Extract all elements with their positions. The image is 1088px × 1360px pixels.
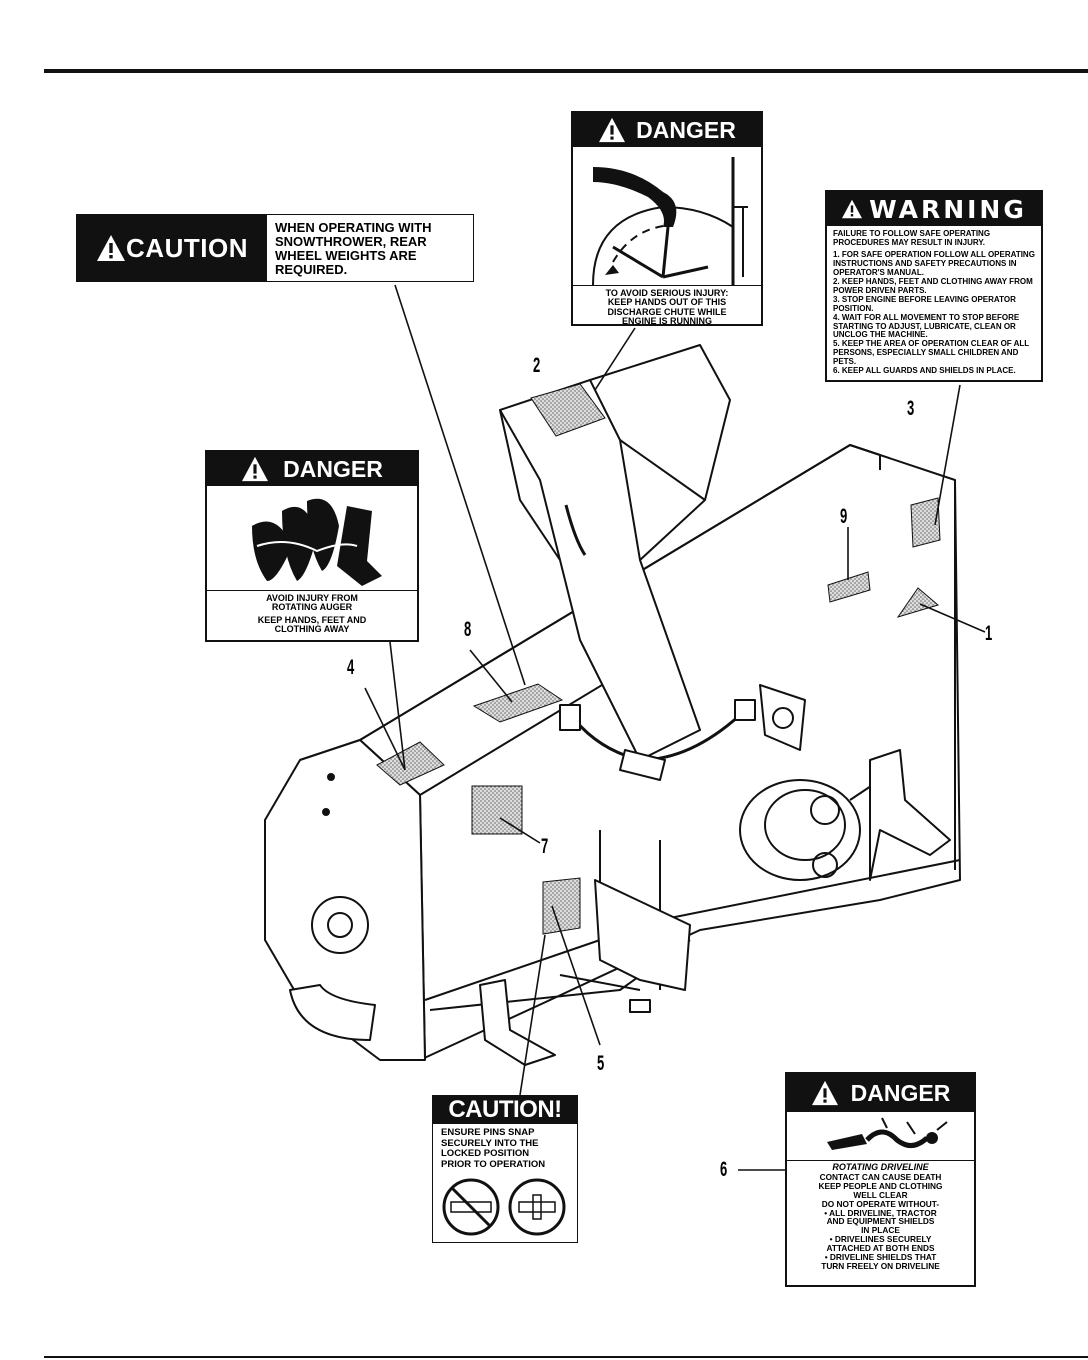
- warning-triangle-icon: [599, 117, 626, 143]
- label-pad-8: [472, 683, 564, 723]
- caution-rear-wheel-weights-decal: CAUTION WHEN OPERATING WITH SNOWTHROWER,…: [76, 214, 474, 282]
- driveline-line-2: KEEP PEOPLE AND CLOTHING: [818, 1180, 943, 1191]
- callout-number-4: 4: [347, 656, 355, 679]
- leader-8-caution: [394, 284, 526, 686]
- leader-5: [551, 905, 601, 1046]
- person-entangled-driveline-pictogram: [827, 1117, 948, 1150]
- warning-item-6: 6. KEEP ALL GUARDS AND SHIELDS IN PLACE.: [833, 366, 1016, 376]
- callout-number-8: 8: [464, 618, 472, 641]
- danger-rotating-auger-decal: DANGER AVOID INJURY FROM ROTATING AUGER …: [205, 450, 419, 642]
- warning-triangle-icon: [842, 199, 863, 219]
- driveline-line-8: • DRIVELINES SECURELY: [829, 1234, 932, 1245]
- callout-number-3: 3: [907, 397, 915, 420]
- danger-chute-line-4: ENGINE IS RUNNING: [621, 316, 712, 327]
- driveline-line-1: CONTACT CAN CAUSE DEATH: [819, 1171, 942, 1182]
- caution-pins-line-1: ENSURE PINS SNAP: [441, 1127, 535, 1138]
- callout-number-6: 6: [720, 1158, 728, 1181]
- warning-item-3: 3. STOP ENGINE BEFORE LEAVING OPERATOR P…: [833, 294, 1016, 313]
- label-pad-5: [542, 877, 581, 935]
- warning-triangle-icon: [97, 235, 126, 261]
- warning-item-2: 2. KEEP HANDS, FEET AND CLOTHING AWAY FR…: [833, 276, 1033, 295]
- callout-number-2: 2: [533, 354, 541, 377]
- label-pad-4: [376, 741, 445, 786]
- caution-weights-line-1: WHEN OPERATING WITH: [275, 220, 432, 235]
- warning-item-5: 5. KEEP THE AREA OF OPERATION CLEAR OF A…: [833, 339, 1030, 367]
- warning-intro: FAILURE TO FOLLOW SAFE OPERATING PROCEDU…: [833, 229, 991, 247]
- leader-3: [934, 384, 961, 526]
- warning-triangle-icon: [811, 1080, 838, 1106]
- label-pad-9: [827, 571, 871, 603]
- danger-discharge-chute-decal: DANGER TO AVOID SERIOUS INJURY: KEEP HAN…: [571, 111, 763, 326]
- caution-pins-line-2: SECURELY INTO THE: [441, 1137, 539, 1149]
- auger-feet-pictogram: [252, 498, 382, 586]
- driveline-line-9: ATTACHED AT BOTH ENDS: [826, 1243, 935, 1254]
- warning-decal: WARNING FAILURE TO FOLLOW SAFE OPERATING…: [825, 190, 1043, 382]
- callout-number-1: 1: [985, 622, 993, 645]
- danger-auger-line-3: KEEP HANDS, FEET AND: [257, 614, 367, 625]
- danger-auger-line-4: CLOTHING AWAY: [274, 624, 350, 635]
- driveline-line-4: DO NOT OPERATE WITHOUT-: [821, 1198, 940, 1209]
- danger-driveline-header: DANGER: [850, 1079, 951, 1106]
- caution-weights-line-3: WHEEL WEIGHTS ARE: [275, 248, 417, 264]
- callout-number-5: 5: [597, 1052, 605, 1075]
- pin-position-pictogram: [442, 1178, 566, 1235]
- bottom-rule: [44, 1356, 1088, 1358]
- leader-8: [469, 649, 513, 703]
- danger-chute-header: DANGER: [636, 116, 736, 143]
- danger-auger-line-1: AVOID INJURY FROM: [266, 593, 358, 603]
- leader-danger-auger: [389, 641, 406, 771]
- warning-item-4: 4. WAIT FOR ALL MOVEMENT TO STOP BEFORE …: [833, 312, 1020, 340]
- label-pad-2: [530, 383, 606, 437]
- danger-auger-header: DANGER: [283, 455, 383, 482]
- caution-pins-line-4: PRIOR TO OPERATION: [441, 1158, 546, 1170]
- caution-weights-line-4: REQUIRED.: [275, 262, 348, 278]
- warning-item-1: 1. FOR SAFE OPERATION FOLLOW ALL OPERATI…: [833, 249, 1035, 277]
- danger-chute-line-2: KEEP HANDS OUT OF THIS: [607, 297, 727, 308]
- leader-caution-pins: [519, 934, 546, 1096]
- leader-7: [499, 817, 541, 844]
- caution-pins-line-3: LOCKED POSITION: [441, 1148, 530, 1160]
- driveline-line-10: • DRIVELINE SHIELDS THAT: [824, 1252, 937, 1263]
- danger-chute-line-3: DISCHARGE CHUTE WHILE: [607, 306, 727, 317]
- label-pad-1: [896, 587, 940, 618]
- hand-in-chute-pictogram: [592, 157, 748, 285]
- driveline-line-6: AND EQUIPMENT SHIELDS: [826, 1216, 935, 1227]
- caution-weights-line-2: SNOWTHROWER, REAR: [275, 234, 427, 250]
- driveline-line-7: IN PLACE: [861, 1225, 900, 1236]
- danger-driveline-title: ROTATING DRIVELINE: [832, 1162, 929, 1172]
- label-pad-3: [910, 497, 941, 548]
- danger-rotating-driveline-decal: DANGER ROTATING DRIVELINE CONTACT CAN CA…: [785, 1072, 976, 1287]
- label-pad-7: [471, 785, 523, 835]
- caution-pins-decal: CAUTION! ENSURE PINS SNAP SECURELY INTO …: [432, 1095, 578, 1243]
- warning-header: WARNING: [869, 194, 1027, 224]
- caution-header: CAUTION: [126, 232, 248, 263]
- driveline-line-3: WELL CLEAR: [853, 1189, 908, 1200]
- top-rule: [44, 69, 1088, 73]
- danger-chute-line-1: TO AVOID SERIOUS INJURY:: [605, 288, 729, 298]
- leader-2: [594, 327, 636, 391]
- danger-auger-line-2: ROTATING AUGER: [271, 602, 353, 613]
- callout-number-7: 7: [541, 835, 549, 858]
- caution-pins-header: CAUTION!: [433, 1096, 577, 1124]
- callout-number-9: 9: [840, 505, 848, 528]
- driveline-line-5: • ALL DRIVELINE, TRACTOR: [824, 1207, 937, 1218]
- leader-1: [919, 603, 986, 633]
- driveline-line-11: TURN FREELY ON DRIVELINE: [821, 1261, 940, 1272]
- leader-4: [364, 687, 406, 771]
- warning-triangle-icon: [242, 456, 269, 482]
